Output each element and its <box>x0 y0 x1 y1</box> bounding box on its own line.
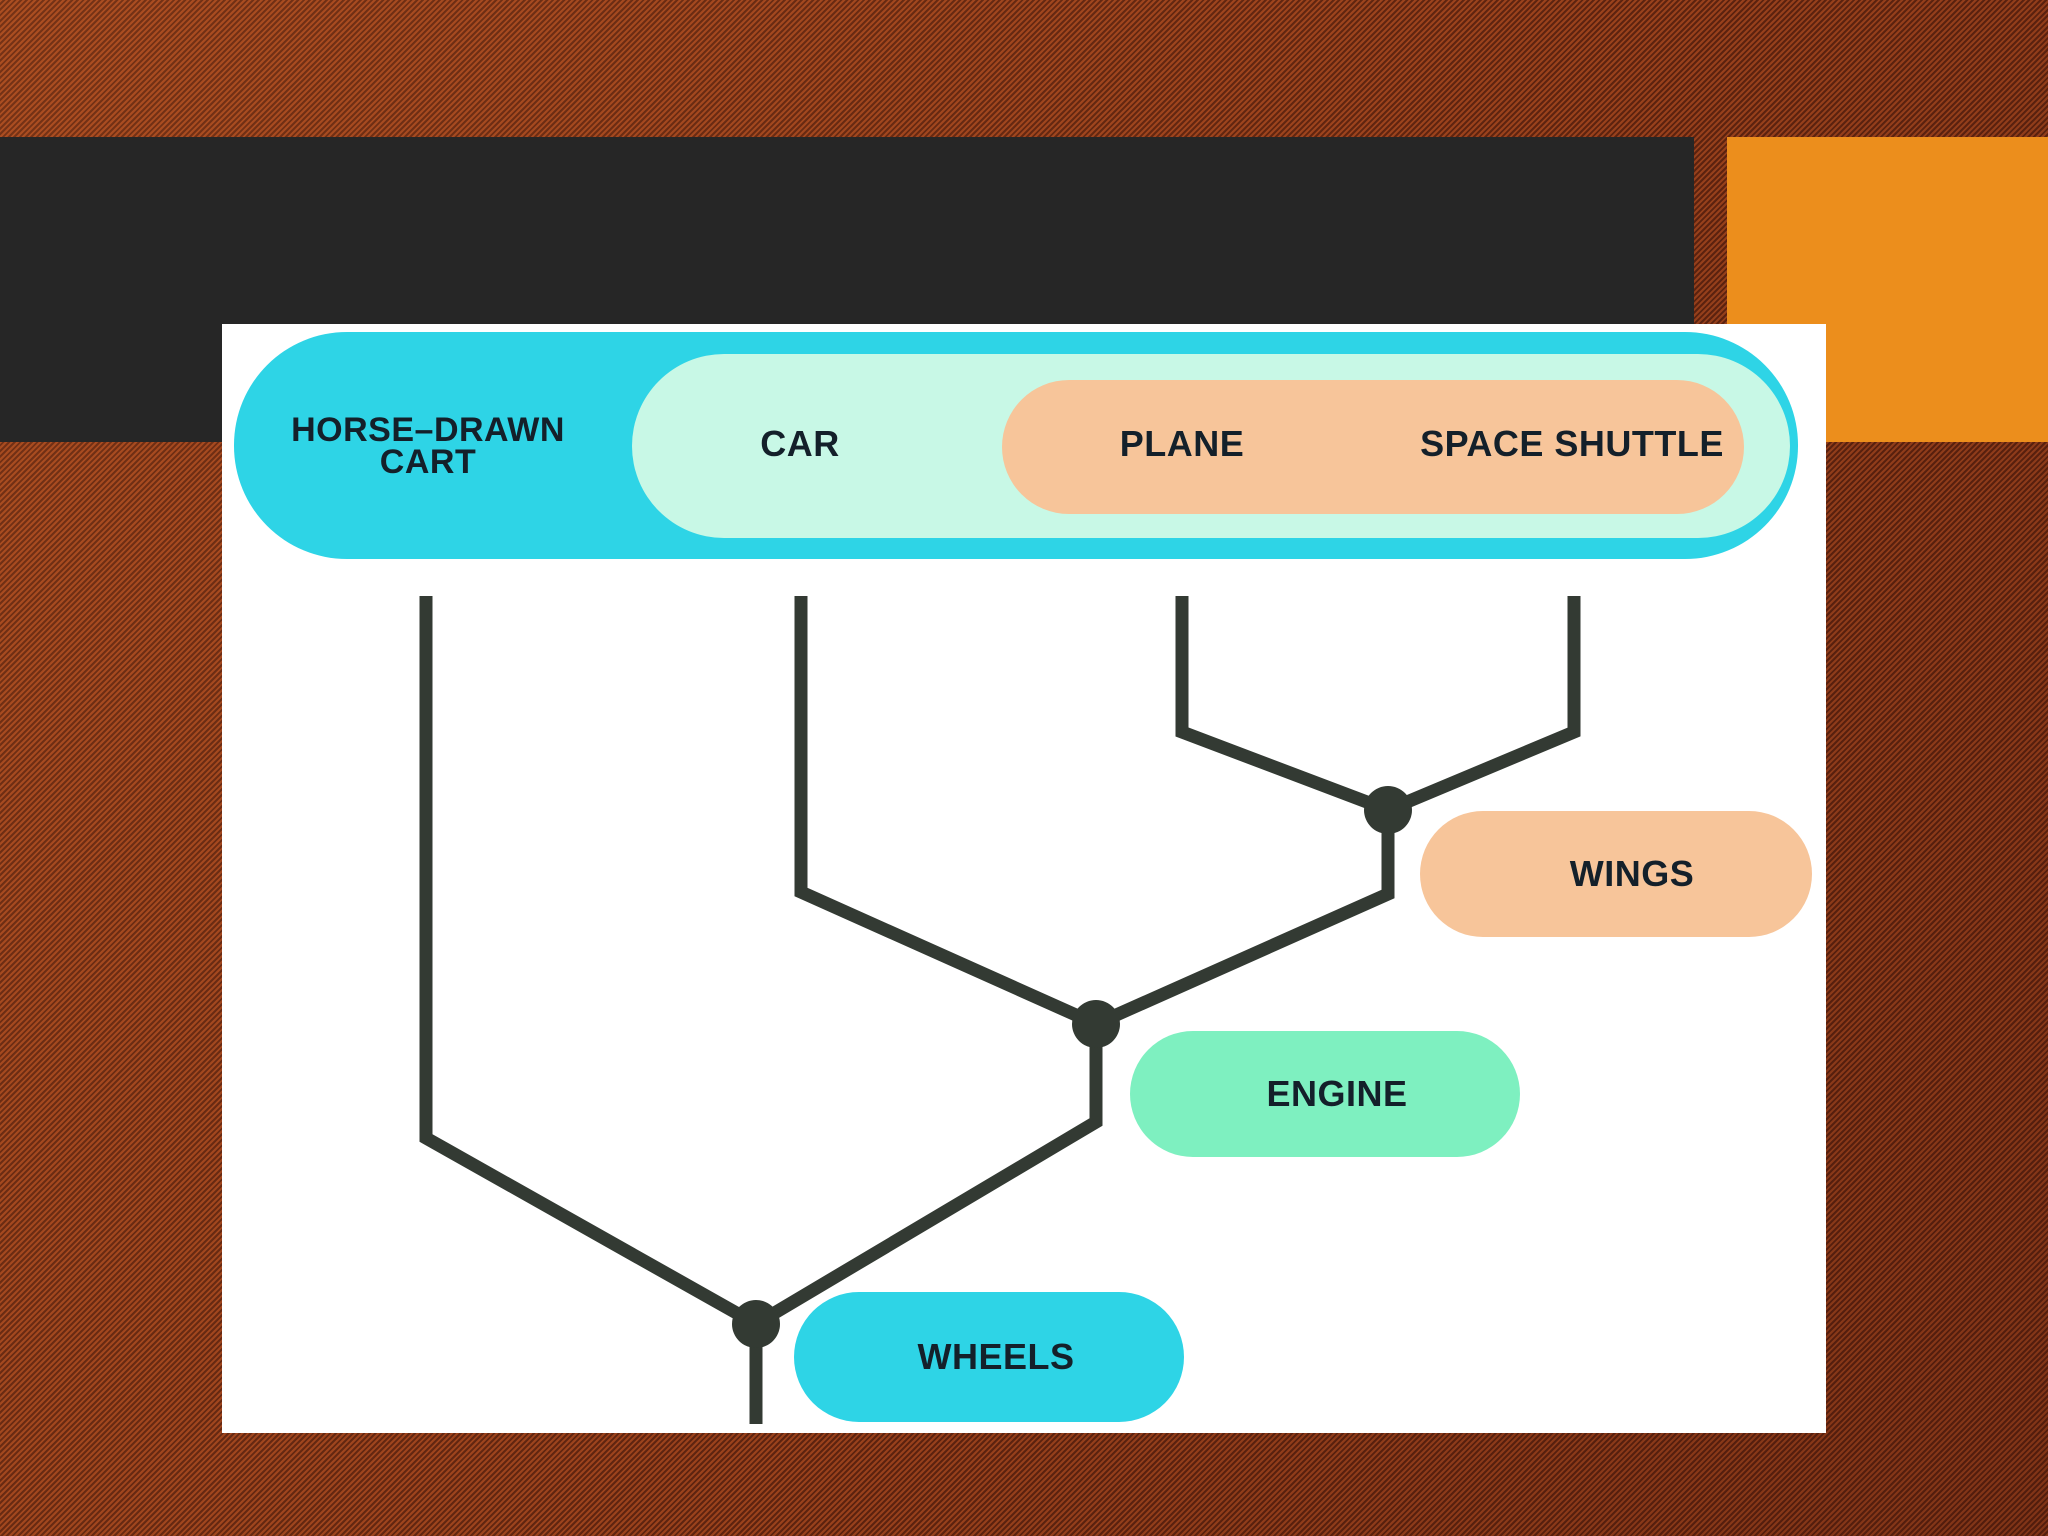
node-wheels <box>732 1300 780 1348</box>
branch-plane <box>1175 596 1391 817</box>
node-engine <box>1072 1000 1120 1048</box>
leaf-label-plane: PLANE <box>1119 423 1245 464</box>
cladogram-figure: HORSE–DRAWN CART CAR PLANE SPACE SHUTTLE… <box>222 324 1826 1433</box>
branch-wings-node-down <box>1093 810 1395 1030</box>
trait-label-wings: WINGS <box>1569 853 1695 894</box>
trait-label-wheels: WHEELS <box>917 1336 1075 1377</box>
leaf-label-car: CAR <box>760 423 840 464</box>
branch-horse-drawn-cart <box>419 596 760 1330</box>
node-wings <box>1364 786 1412 834</box>
leaf-label-space-shuttle: SPACE SHUTTLE <box>1420 423 1724 464</box>
wings-pill <box>1420 811 1812 937</box>
branch-car <box>794 596 1099 1030</box>
trait-label-engine: ENGINE <box>1266 1073 1408 1114</box>
leaf-label-horse-drawn-cart: HORSE–DRAWN CART <box>291 411 565 481</box>
band-wings-group <box>1002 380 1744 514</box>
branch-space-shuttle <box>1385 596 1581 816</box>
engine-pill <box>1130 1031 1520 1157</box>
wheels-pill <box>794 1292 1184 1422</box>
branch-engine-node-down <box>752 1024 1103 1330</box>
cladogram-svg <box>234 332 1812 1424</box>
